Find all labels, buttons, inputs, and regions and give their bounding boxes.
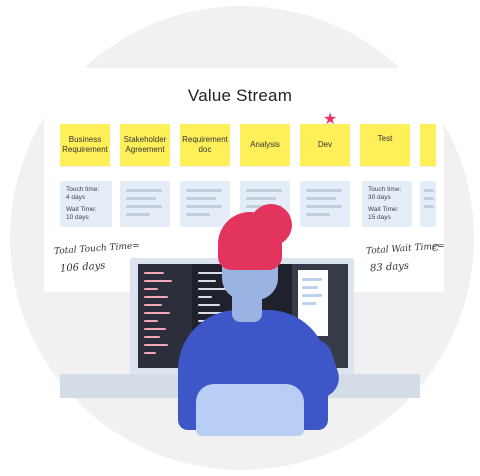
star-icon: ★	[323, 111, 338, 128]
sticky-note-business-requirement: Business Requirement	[60, 124, 110, 166]
wait-time-value: 10 days	[66, 214, 89, 221]
board-title: Value Stream	[187, 86, 293, 105]
wait-time-label: Wait Time:	[66, 206, 97, 213]
cut-off-letter: C	[431, 243, 440, 255]
wait-time-value: 15 days	[368, 214, 391, 221]
info-card-first: Touch time: 4 days Wait Time: 10 days	[60, 181, 112, 227]
info-card-placeholder	[300, 181, 350, 227]
sticky-note-dev: Dev	[300, 124, 350, 166]
sticky-note-analysis: Analysis	[240, 124, 290, 166]
sticky-note-test: Test	[360, 124, 410, 166]
touch-time-label: Touch time:	[66, 186, 100, 193]
touch-time-value: 4 days	[66, 194, 86, 201]
sticky-note-cut-off	[420, 124, 436, 166]
chair	[196, 384, 304, 436]
info-card-placeholder	[120, 181, 170, 227]
sticky-note-requirement-doc: Requirement doc	[180, 124, 230, 166]
person-hair-bun	[250, 204, 292, 246]
info-card-placeholder	[180, 181, 230, 227]
wait-time-label: Wait Time:	[368, 206, 399, 213]
sticky-note-stakeholder-agreement: Stakeholder Agreement	[120, 124, 170, 166]
touch-time-label: Touch time:	[368, 186, 402, 193]
info-card-cut-off	[420, 181, 436, 227]
touch-time-value: 30 days	[368, 194, 391, 201]
info-card-test: Touch time: 30 days Wait Time: 15 days	[362, 181, 412, 227]
